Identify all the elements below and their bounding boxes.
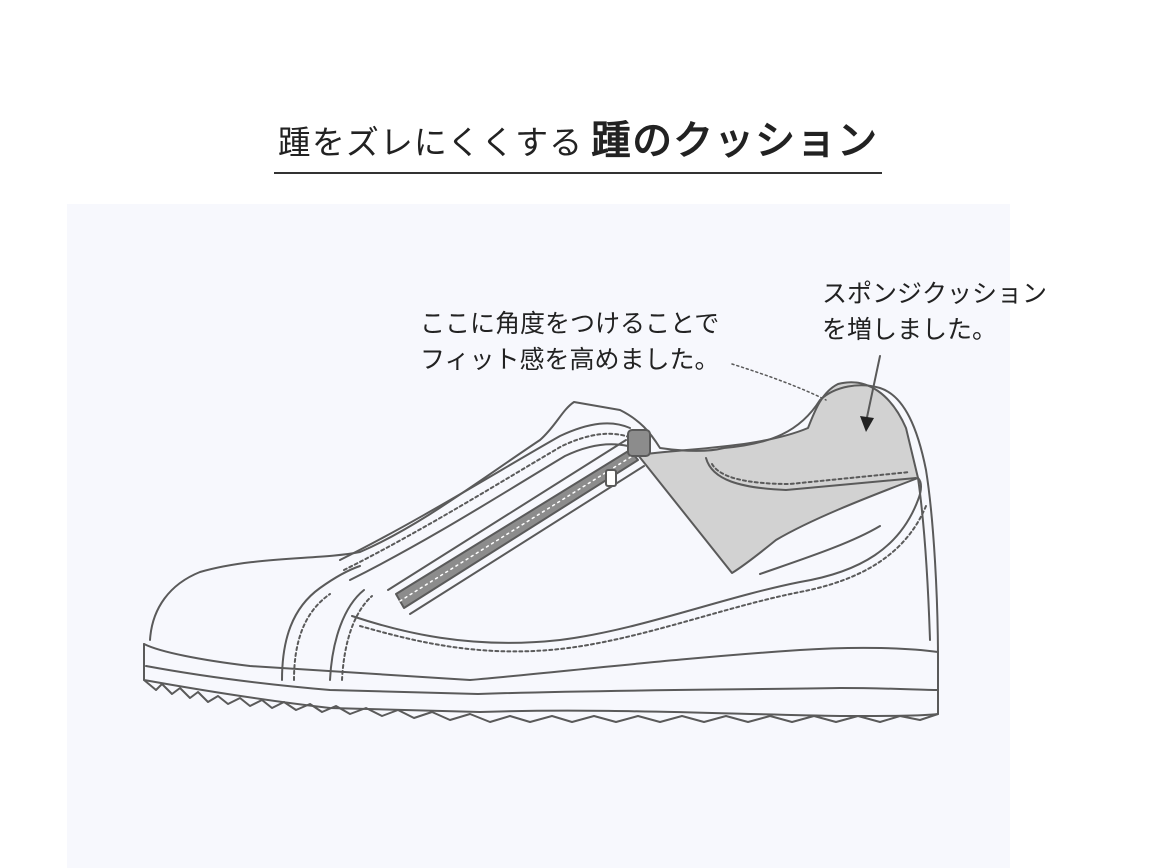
heading-underline: 踵をズレにくくする踵のクッション	[273, 108, 883, 174]
collar-stitch	[711, 463, 911, 485]
topline-stitch	[343, 432, 630, 571]
zipper-tape	[387, 439, 627, 591]
zipper-tape-lower	[409, 465, 645, 615]
shoe-upper-outline	[149, 384, 939, 661]
zipper-slider	[605, 469, 617, 487]
vamp-strap	[329, 589, 365, 681]
heading-title: 踵のクッション	[591, 118, 879, 164]
sole-body	[143, 643, 939, 717]
heel-counter-line	[917, 477, 931, 641]
side-panel	[351, 477, 922, 644]
sponge-arrow-head	[860, 416, 874, 432]
angle-callout: ここに角度をつけることで フィット感を高めました。	[420, 306, 720, 378]
heel-cushion	[637, 381, 919, 574]
sponge-callout: スポンジクッション を増しました。	[822, 276, 1047, 348]
zipper-teeth	[399, 454, 635, 602]
topline-band	[339, 422, 631, 561]
vamp-strap-stitch	[341, 595, 373, 681]
collar-lining	[705, 457, 917, 491]
sponge-arrow-line	[865, 355, 881, 423]
zipper-pull	[627, 429, 651, 457]
sole-midline	[145, 665, 939, 695]
angle-callout-line1: ここに角度をつけることで	[420, 309, 720, 338]
sponge-callout-line1: スポンジクッション	[822, 279, 1048, 308]
illustration-panel	[67, 204, 1010, 868]
quarter-seam	[759, 525, 881, 575]
sponge-callout-line2: を増しました。	[822, 315, 998, 344]
toe-cap-stitch	[293, 593, 331, 681]
sole-tread	[143, 679, 939, 723]
side-panel-stitch	[359, 505, 927, 653]
topline-band-lower	[349, 443, 629, 581]
heading: 踵をズレにくくする踵のクッション	[0, 108, 1156, 174]
toe-cap-line	[281, 565, 361, 681]
angle-callout-line2: フィット感を高めました。	[420, 345, 720, 374]
angle-leader-line	[731, 363, 827, 401]
heading-subtitle: 踵をズレにくくする	[277, 123, 584, 162]
zipper	[387, 429, 651, 615]
sole-top	[143, 643, 939, 681]
